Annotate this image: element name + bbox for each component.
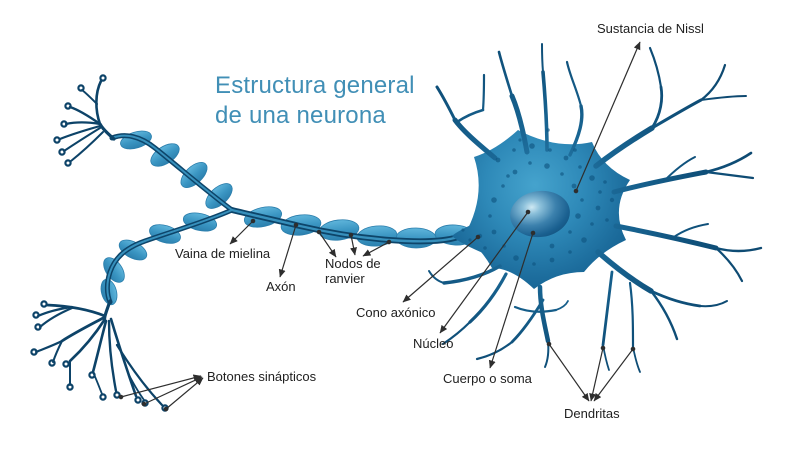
leader-nodos-1: [316, 229, 337, 258]
label-cono-axonico: Cono axónico: [356, 305, 436, 320]
terminal-branches-upper: [58, 79, 116, 162]
leader-dendritas-1: [546, 341, 590, 402]
synaptic-knobs-upper: [53, 74, 107, 167]
leader-botones-2: [141, 376, 203, 407]
diagram-title: Estructura general de una neurona: [215, 71, 415, 131]
leader-axon: [278, 222, 299, 278]
leader-botones-3: [163, 377, 204, 412]
label-nodos-ranvier-line1: Nodos de: [325, 256, 381, 271]
diagram-title-line1: Estructura general: [215, 72, 415, 99]
label-vaina-mielina: Vaina de mielina: [175, 246, 271, 261]
leader-nodos-3: [362, 239, 392, 257]
diagram-title-line2: de una neurona: [215, 102, 386, 129]
label-dendritas: Dendritas: [564, 406, 620, 421]
leader-nodos-2: [348, 232, 357, 256]
label-nodos-ranvier: Nodos de ranvier: [325, 256, 381, 286]
leader-dendritas-2: [589, 345, 606, 402]
leader-vaina-mielina: [229, 218, 256, 245]
label-cuerpo-soma: Cuerpo o soma: [443, 371, 532, 386]
leader-dendritas-3: [593, 346, 636, 402]
leader-cuerpo-soma: [488, 230, 536, 369]
leader-lines: [118, 41, 641, 412]
label-axon: Axón: [266, 279, 296, 294]
label-nucleo: Núcleo: [413, 336, 454, 351]
label-botones-sinapticos: Botones sinápticos: [207, 369, 317, 384]
label-nodos-ranvier-line2: ranvier: [325, 271, 365, 286]
label-sustancia-nissl: Sustancia de Nissl: [597, 21, 704, 36]
leader-sustancia-nissl: [573, 41, 641, 194]
terminal-branches-lower: [34, 299, 164, 407]
